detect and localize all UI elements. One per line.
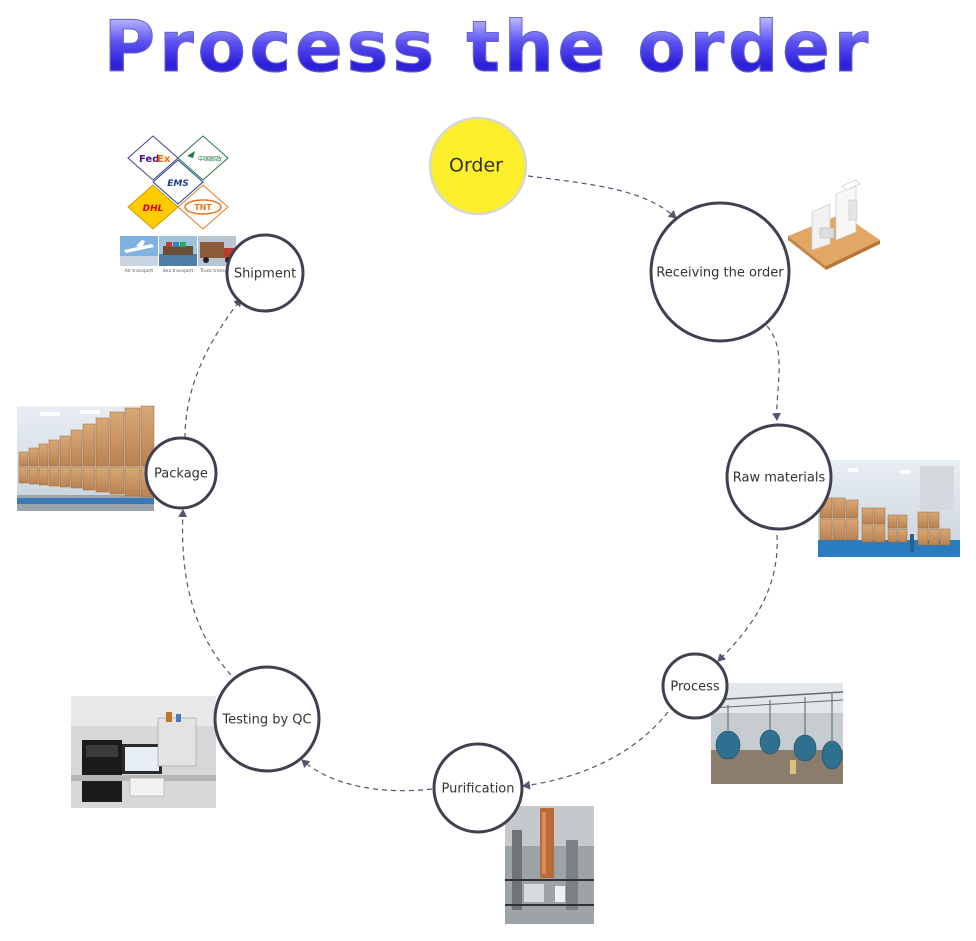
process-label: Process: [670, 680, 720, 695]
node-receiving-the-order: Receiving the order: [649, 201, 791, 343]
truck-transport-caption: Truck transport: [199, 268, 234, 274]
receiving-circle: [649, 201, 791, 343]
sea-transport-image: [159, 236, 197, 266]
node-process: Process: [661, 652, 729, 720]
shipment-label: Shipment: [234, 267, 296, 282]
package-label: Package: [154, 467, 208, 482]
order-circle: [428, 116, 528, 216]
raw-materials-image: [818, 460, 960, 557]
node-package: Package: [144, 436, 218, 510]
svg-text:中国邮政: 中国邮政: [198, 155, 222, 163]
connector-purification-testing: [301, 759, 433, 792]
purification-circle: [432, 742, 524, 834]
chinapost-logo: 中国邮政: [177, 135, 229, 181]
svg-text:TNT: TNT: [194, 203, 212, 212]
process-reactor-image: [710, 683, 844, 784]
sea-transport-caption: Sea transport: [163, 268, 194, 274]
svg-text:Ex: Ex: [157, 154, 171, 165]
connector-package-shipment: [184, 298, 242, 439]
air-transport-caption: Air transport: [125, 268, 154, 274]
receiving-label: Receiving the order: [656, 266, 784, 281]
ems-logo: EMS: [152, 159, 204, 205]
raw-materials-label: Raw materials: [733, 471, 826, 486]
svg-text:DHL: DHL: [143, 204, 164, 214]
raw-materials-circle: [725, 423, 833, 531]
connector-receiving-raw: [766, 325, 782, 421]
order-label: Order: [449, 155, 503, 177]
node-testing-by-qc: Testing by QC: [213, 665, 321, 773]
purification-label: Purification: [441, 782, 514, 797]
node-order: Order: [428, 116, 528, 216]
tnt-logo: TNT: [177, 184, 229, 230]
node-purification: Purification: [432, 742, 524, 834]
shipment-circle: [225, 233, 305, 313]
svg-text:Fed: Fed: [139, 154, 159, 165]
connectors: [178, 175, 782, 792]
process-circle: [661, 652, 729, 720]
connector-testing-package: [178, 509, 232, 676]
connector-raw-process: [717, 534, 778, 662]
connector-process-purification: [522, 711, 669, 790]
purification-column-image: [505, 806, 594, 924]
package-warehouse-image: [17, 405, 155, 511]
shipment-logos: Fed Ex 中国邮政 EMS DHL TNT: [120, 135, 236, 274]
office-desk-image: [788, 179, 880, 270]
testing-label: Testing by QC: [221, 713, 311, 728]
package-circle: [144, 436, 218, 510]
svg-text:EMS: EMS: [167, 179, 189, 189]
connector-order-receiving: [527, 175, 677, 219]
testing-circle: [213, 665, 321, 773]
page-title: Process the order: [0, 2, 976, 92]
air-transport-image: [120, 236, 158, 266]
qc-lab-image: [71, 696, 216, 808]
node-shipment: Shipment: [225, 233, 305, 313]
node-raw-materials: Raw materials: [725, 423, 833, 531]
